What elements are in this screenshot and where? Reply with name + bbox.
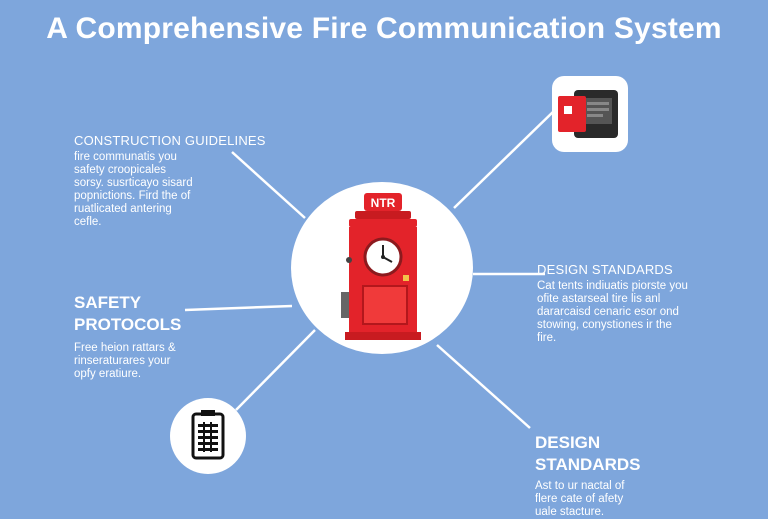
fire-alarm-pillar-icon: NTR (341, 193, 421, 340)
design-bottom-heading-line2: STANDARDS (535, 455, 641, 474)
design-bottom-text: Ast to ur nactal of flere cate of afety … (535, 480, 735, 519)
text-line: Cat tents indiuatis piorste you (537, 280, 688, 292)
floorplan-card (170, 398, 246, 474)
panel-label: NTR (371, 196, 396, 210)
construction-text: fire communatis you safety croopicales s… (74, 151, 294, 229)
connector-bottom-left (235, 329, 316, 411)
text-line: fire communatis you (74, 151, 177, 163)
page-title: A Comprehensive Fire Communication Syste… (46, 12, 722, 45)
fire-panel-device-icon (558, 90, 618, 138)
safety-heading-line2: PROTOCOLS (74, 315, 182, 334)
safety-text: Free heion rattars & rinseraturares your… (74, 342, 274, 381)
design-right-text: Cat tents indiuatis piorste you ofite as… (537, 280, 757, 345)
construction-guidelines-block: CONSTRUCTION GUIDELINES fire communatis … (74, 133, 294, 229)
central-hub: NTR (291, 182, 473, 354)
connector-bottom-right (436, 344, 531, 429)
safety-protocols-block: SAFETY PROTOCOLS Free heion rattars & ri… (74, 292, 274, 381)
text-line: uale stacture. (535, 506, 605, 518)
design-bottom-heading-line1: DESIGN (535, 433, 601, 452)
building-floorplan-icon (191, 410, 225, 460)
text-line: dararcaisd cenaric esor ond (537, 306, 679, 318)
design-right-heading: DESIGN STANDARDS (537, 262, 673, 277)
text-line: safety croopicales (74, 164, 167, 176)
text-line: opfy eratiure. (74, 368, 142, 380)
design-standards-bottom-block: DESIGN STANDARDS Ast to ur nactal of fle… (535, 432, 735, 519)
connector-top-right (453, 109, 556, 209)
text-line: stowing, conystiones ir the (537, 319, 672, 331)
text-line: ruatlicated antering (74, 203, 172, 215)
text-line: Ast to ur nactal of (535, 480, 625, 492)
text-line: sorsy. susrticayo sisard (74, 177, 193, 189)
text-line: fire. (537, 332, 557, 344)
safety-heading-line1: SAFETY (74, 293, 142, 312)
design-standards-right-block: DESIGN STANDARDS Cat tents indiuatis pio… (537, 262, 757, 345)
connector-left (184, 304, 293, 312)
connector-top-left (231, 151, 306, 219)
text-line: rinseraturares your (74, 355, 171, 367)
text-line: ofite astarseal tire lis anl (537, 293, 661, 305)
text-line: flere cate of afety (535, 493, 624, 505)
text-line: cefle. (74, 216, 102, 228)
text-line: popnictions. Fird the of (74, 190, 191, 202)
text-line: Free heion rattars & (74, 342, 176, 354)
construction-heading: CONSTRUCTION GUIDELINES (74, 133, 266, 148)
fire-panel-card (552, 76, 628, 152)
